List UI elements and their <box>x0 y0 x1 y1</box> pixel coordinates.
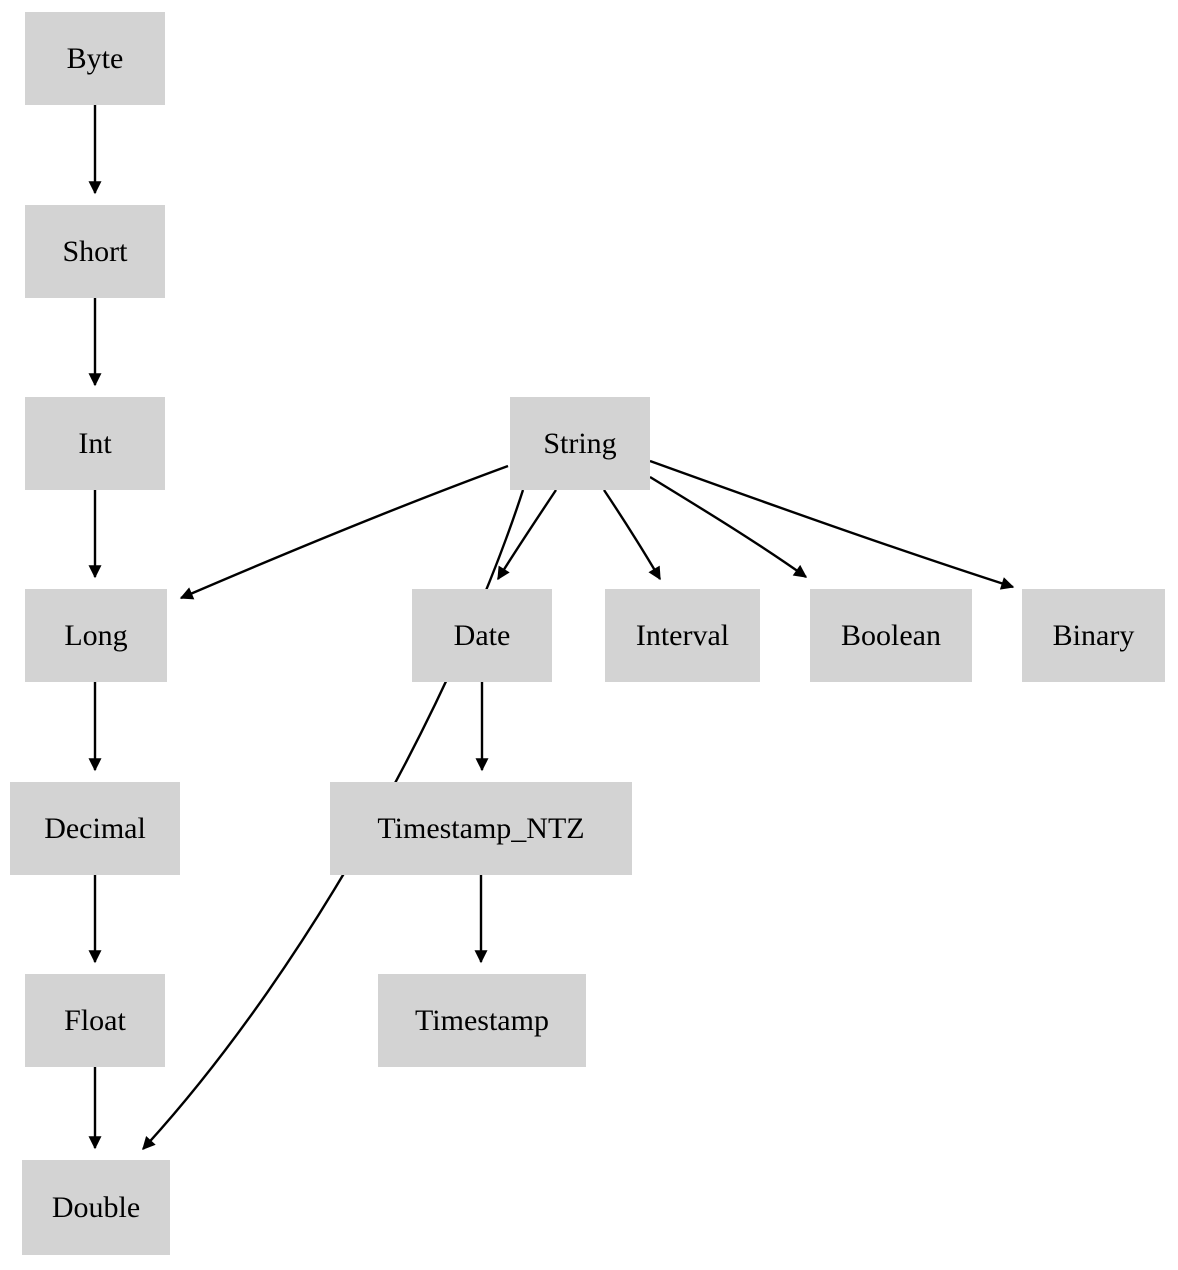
node-short: Short <box>25 205 165 298</box>
node-binary: Binary <box>1022 589 1165 682</box>
node-int: Int <box>25 397 165 490</box>
node-interval: Interval <box>605 589 760 682</box>
edge-string-to-long <box>179 464 509 600</box>
edge-string-to-boolean <box>649 475 808 578</box>
edge-string-to-date <box>496 489 557 581</box>
node-double: Double <box>22 1160 170 1255</box>
node-timestamp: Timestamp <box>378 974 586 1067</box>
node-long: Long <box>25 589 167 682</box>
node-string: String <box>510 397 650 490</box>
node-timestamp_ntz: Timestamp_NTZ <box>330 782 632 875</box>
node-date: Date <box>412 589 552 682</box>
node-float: Float <box>25 974 165 1067</box>
edge-string-to-interval <box>603 489 662 581</box>
node-decimal: Decimal <box>10 782 180 875</box>
node-boolean: Boolean <box>810 589 972 682</box>
node-byte: Byte <box>25 12 165 105</box>
edge-string-to-binary <box>649 459 1015 590</box>
